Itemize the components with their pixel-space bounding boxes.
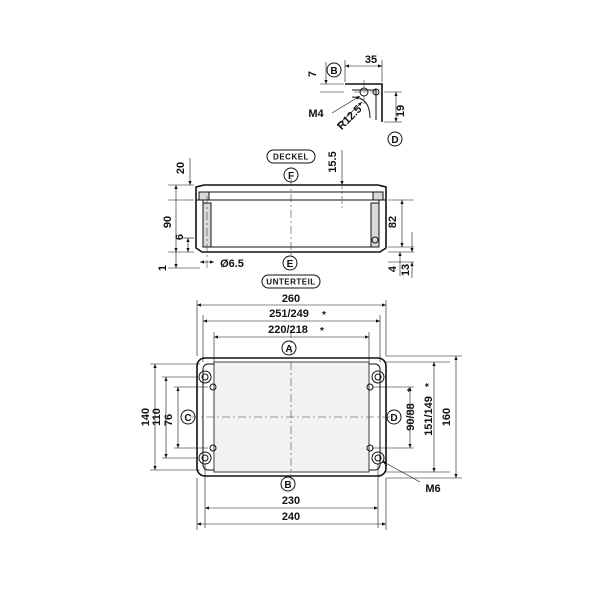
dim-160: 160 [441, 408, 453, 426]
dim-240: 240 [282, 511, 300, 523]
dim-82: 82 [387, 216, 399, 228]
svg-text:C: C [184, 413, 191, 424]
lid-label: DECKEL [273, 153, 309, 162]
base-plan-view: UNTERTEIL A B C D [140, 274, 462, 530]
dim-1: 1 [157, 265, 169, 271]
svg-text:A: A [285, 344, 292, 355]
dim-20: 20 [175, 162, 187, 174]
tolerance-mark-90: * [406, 388, 417, 392]
dim-90-88: 90/88 [405, 403, 417, 431]
thread-m4-label: M4 [308, 108, 324, 120]
tolerance-mark-251: * [322, 310, 326, 321]
svg-text:D: D [391, 135, 398, 146]
dim-7: 7 [307, 71, 319, 77]
corner-outline [345, 83, 383, 122]
corner-detail-view: 35 7 19 R12.5 M4 B D [307, 54, 407, 147]
base-screw-boss [371, 236, 379, 244]
base-outline [195, 200, 387, 253]
dim-220-218: 220/218 [268, 324, 308, 336]
dim-90: 90 [162, 216, 174, 228]
marker-b-detail [326, 62, 342, 78]
tolerance-mark-220: * [320, 326, 324, 337]
thread-m6-label: M6 [425, 483, 440, 495]
svg-text:F: F [288, 171, 294, 182]
tolerance-mark-151: * [424, 383, 435, 387]
dim-251-249: 251/249 [269, 308, 309, 320]
lid-label-box [266, 149, 316, 164]
dim-19: 19 [395, 105, 407, 117]
svg-text:B: B [330, 66, 337, 77]
marker-c [180, 409, 196, 425]
dim-230: 230 [282, 495, 300, 507]
dim-110: 110 [151, 408, 163, 426]
dim-4: 4 [387, 265, 399, 272]
svg-text:E: E [287, 259, 294, 270]
marker-e [282, 255, 298, 271]
base-label: UNTERTEIL [266, 278, 315, 287]
dim-76: 76 [163, 414, 175, 426]
hole-diameter: Ø6.5 [220, 258, 244, 270]
marker-d-detail [387, 131, 403, 147]
lid-rib-right [372, 191, 384, 201]
marker-a [281, 340, 297, 356]
dim-15-5: 15.5 [327, 151, 339, 172]
base-label-box [261, 274, 321, 289]
dim-13: 13 [400, 264, 412, 276]
svg-text:D: D [390, 413, 397, 424]
marker-f [283, 167, 299, 183]
radius-label: R12.5 [335, 103, 364, 132]
dim-151-149: 151/149 [423, 396, 435, 436]
radius-arc [351, 96, 371, 119]
svg-text:B: B [284, 480, 291, 491]
dim-35: 35 [365, 54, 377, 66]
marker-b [280, 476, 296, 492]
side-section-view: DECKEL F E 20 90 [157, 149, 414, 278]
lid-rib-left [198, 191, 210, 201]
dim-6: 6 [174, 234, 186, 240]
base-wall-right [370, 202, 380, 248]
dim-140: 140 [140, 408, 152, 426]
dim-260: 260 [282, 293, 300, 305]
marker-d [386, 409, 402, 425]
